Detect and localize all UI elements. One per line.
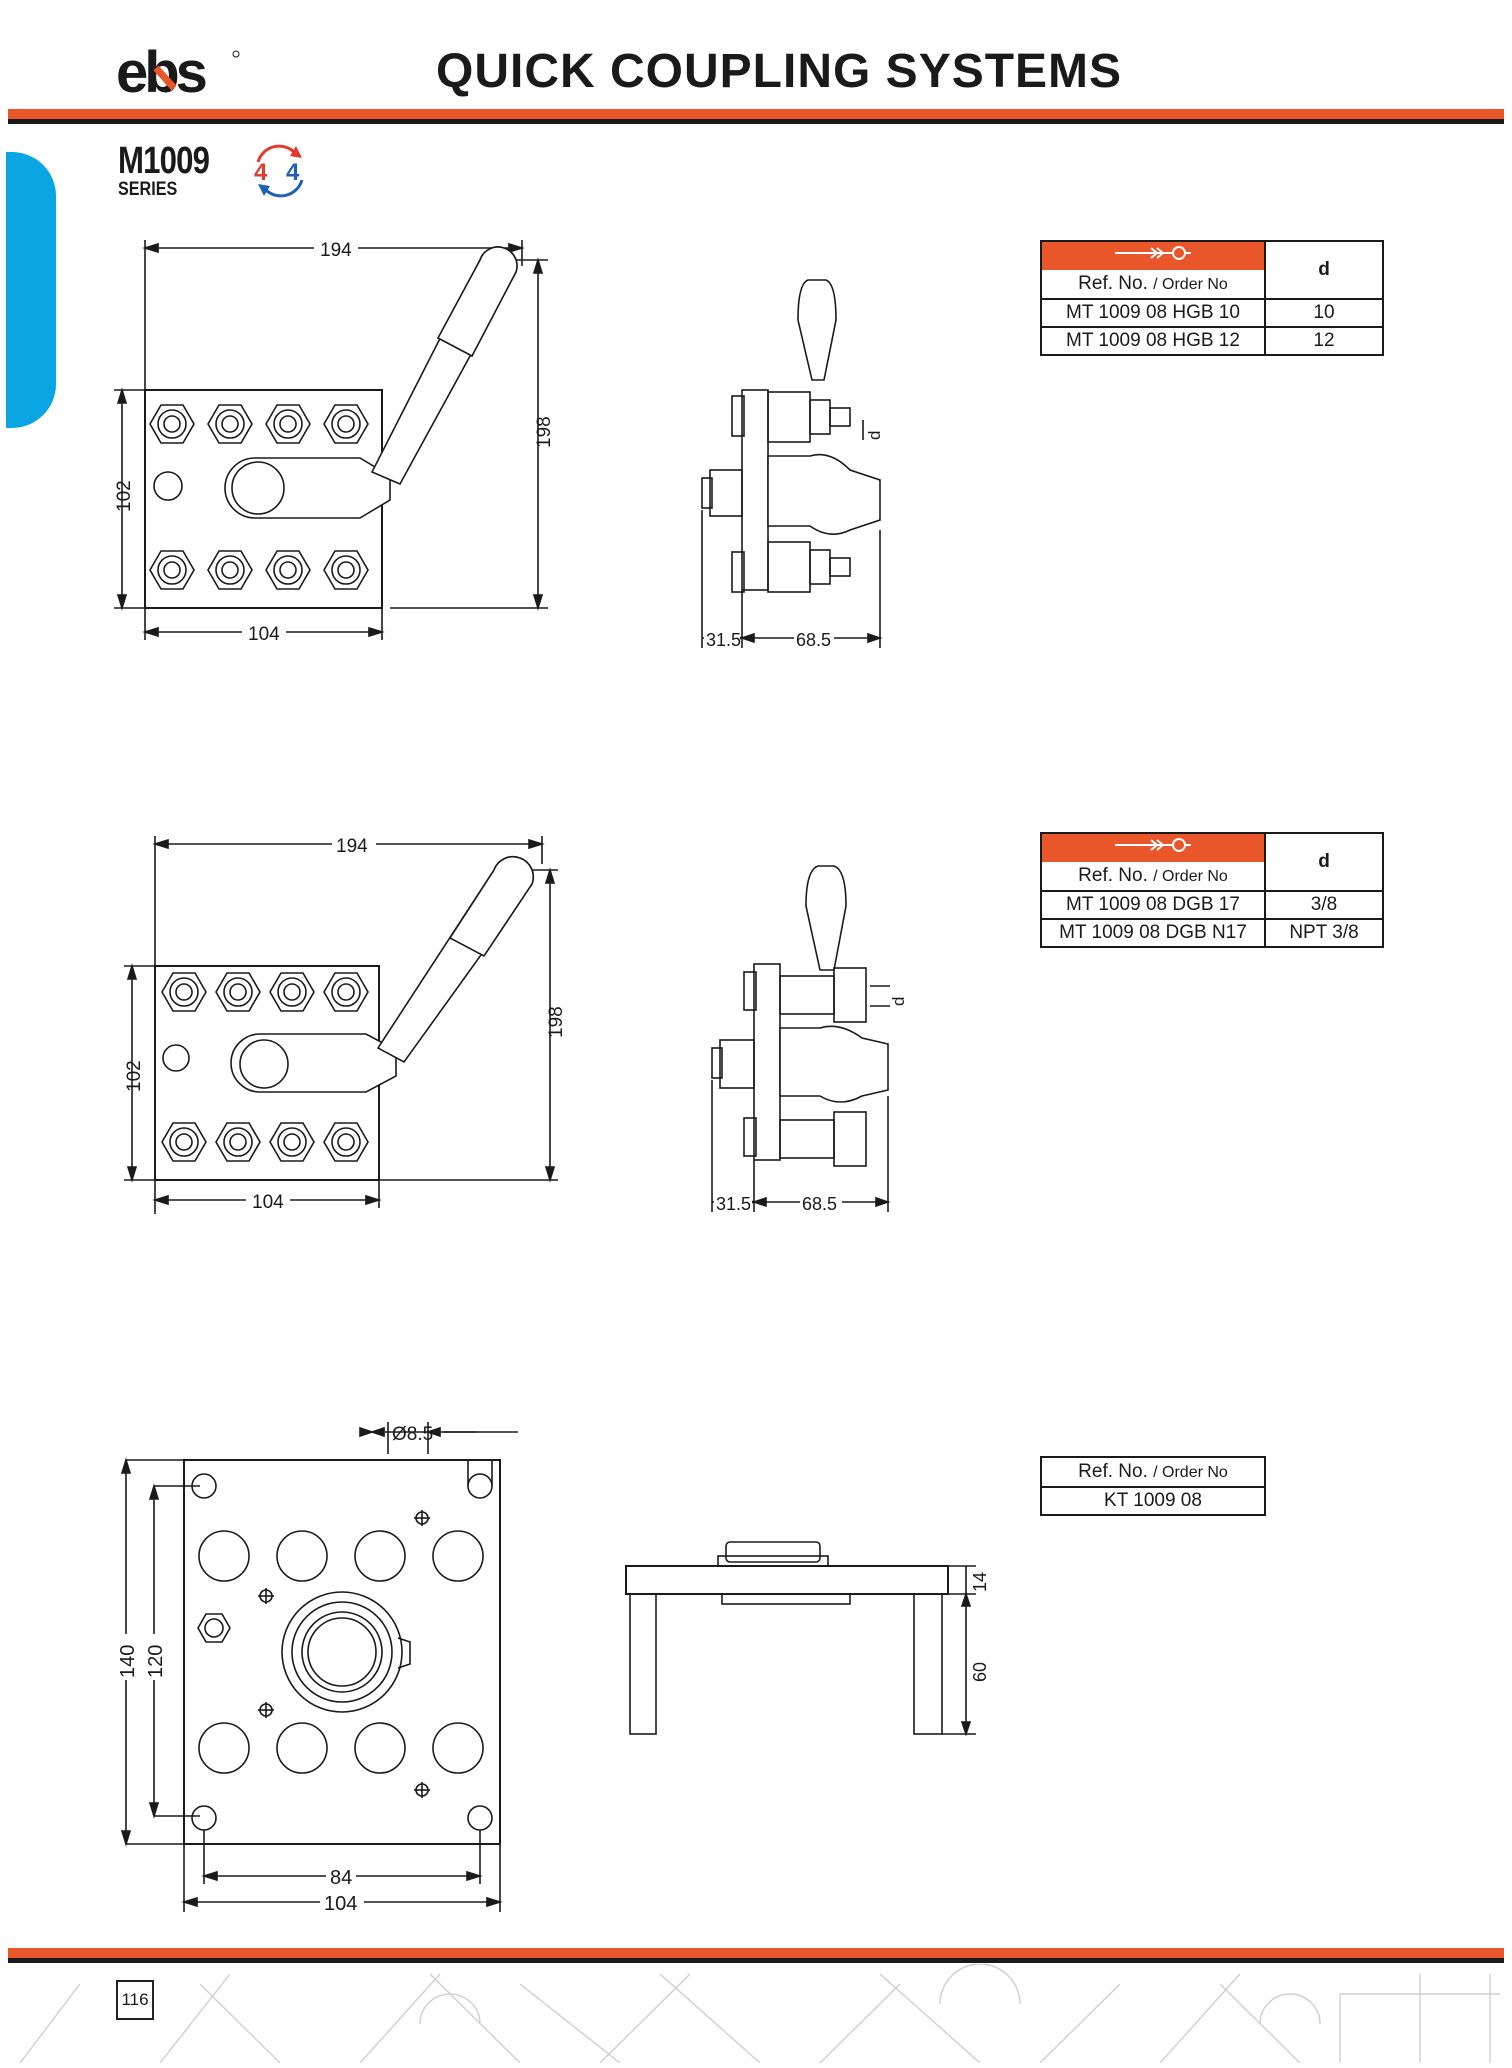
table-row: KT 1009 08 <box>1040 1486 1266 1516</box>
ebs-logo: ebs <box>116 40 242 107</box>
ref-label: Ref. No. <box>1078 865 1148 886</box>
order-label: / Order No <box>1153 276 1228 293</box>
series-block: M1009 SERIES <box>118 140 229 201</box>
d2-d-label: d <box>889 997 908 1006</box>
d3-height-120: 120 <box>145 1645 167 1678</box>
page-title: QUICK COUPLING SYSTEMS <box>436 45 1123 98</box>
table1-d-header: d <box>1264 240 1384 300</box>
drawing3-side-view: 14 60 <box>614 1530 1014 1765</box>
d2-height-102: 102 <box>124 1060 145 1092</box>
drawing2-side-view: d 31.5 68.5 <box>690 860 930 1225</box>
d2-side-31-5: 31.5 <box>716 1194 751 1214</box>
d1-width-104: 104 <box>248 624 280 645</box>
drawing1-side-view: d 31.5 68.5 <box>680 270 920 655</box>
d1-side-68-5: 68.5 <box>796 630 831 650</box>
section-tab <box>6 152 56 428</box>
series-label: SERIES <box>118 179 178 200</box>
footer-watermark-pattern <box>0 1963 1512 2064</box>
drawing2-front-view: 194 198 102 104 <box>110 828 570 1233</box>
header-dark-rule <box>8 119 1504 124</box>
order-label: / Order No <box>1153 868 1228 885</box>
table2-row2-ref: MT 1009 08 DGB N17 <box>1040 918 1266 948</box>
d3-hole-dia: Ø8.5 <box>392 1424 433 1445</box>
icon-digit-left: 4 <box>254 159 268 186</box>
d2-width-104: 104 <box>252 1192 284 1213</box>
table2-d-header: d <box>1264 832 1384 892</box>
table3: Ref. No. / Order No KT 1009 08 <box>1040 1456 1266 1516</box>
d3-width-104: 104 <box>324 1893 357 1915</box>
d2-side-68-5: 68.5 <box>802 1194 837 1214</box>
d3-side-14: 14 <box>970 1572 990 1592</box>
coupling-symbol-icon <box>1040 832 1266 862</box>
page-number: 116 <box>116 1980 154 2020</box>
exchange-icon: 4 4 <box>250 140 310 205</box>
table2-row2-d: NPT 3/8 <box>1264 918 1384 948</box>
drawing3-plate-view: Ø8.5 140 120 84 104 <box>110 1414 530 1939</box>
table3-ref-header: Ref. No. / Order No <box>1040 1456 1266 1488</box>
table1-row1-ref: MT 1009 08 HGB 10 <box>1040 298 1266 328</box>
d2-width-194: 194 <box>336 836 368 857</box>
table3-row1-ref: KT 1009 08 <box>1040 1486 1266 1516</box>
table2-ref-header: Ref. No. / Order No <box>1040 862 1266 892</box>
table2-row1-d: 3/8 <box>1264 890 1384 920</box>
series-model: M1009 <box>118 140 210 182</box>
d3-height-140: 140 <box>117 1645 139 1678</box>
d3-side-60: 60 <box>970 1662 990 1682</box>
d1-side-31-5: 31.5 <box>706 630 741 650</box>
d2-height-198: 198 <box>546 1006 567 1038</box>
table1-row2-ref: MT 1009 08 HGB 12 <box>1040 326 1266 356</box>
d1-height-198: 198 <box>534 416 555 448</box>
footer-dark-rule <box>8 1958 1504 1963</box>
d1-width-194: 194 <box>320 240 352 261</box>
coupling-symbol-icon <box>1040 240 1266 270</box>
table2-row1-ref: MT 1009 08 DGB 17 <box>1040 890 1266 920</box>
table1-row1-d: 10 <box>1264 298 1384 328</box>
header-orange-rule <box>8 109 1504 119</box>
icon-digit-right: 4 <box>286 159 300 186</box>
drawing1-front-view: 194 198 102 104 <box>100 230 560 655</box>
d1-height-102: 102 <box>114 480 135 512</box>
d1-d-label: d <box>865 431 884 440</box>
ref-label: Ref. No. <box>1078 273 1148 294</box>
footer-orange-rule <box>8 1948 1504 1958</box>
table1-row2-d: 12 <box>1264 326 1384 356</box>
order-label: / Order No <box>1153 1464 1228 1481</box>
table1-ref-header: Ref. No. / Order No <box>1040 270 1266 300</box>
ref-label: Ref. No. <box>1078 1461 1148 1482</box>
d3-width-84: 84 <box>330 1867 352 1889</box>
